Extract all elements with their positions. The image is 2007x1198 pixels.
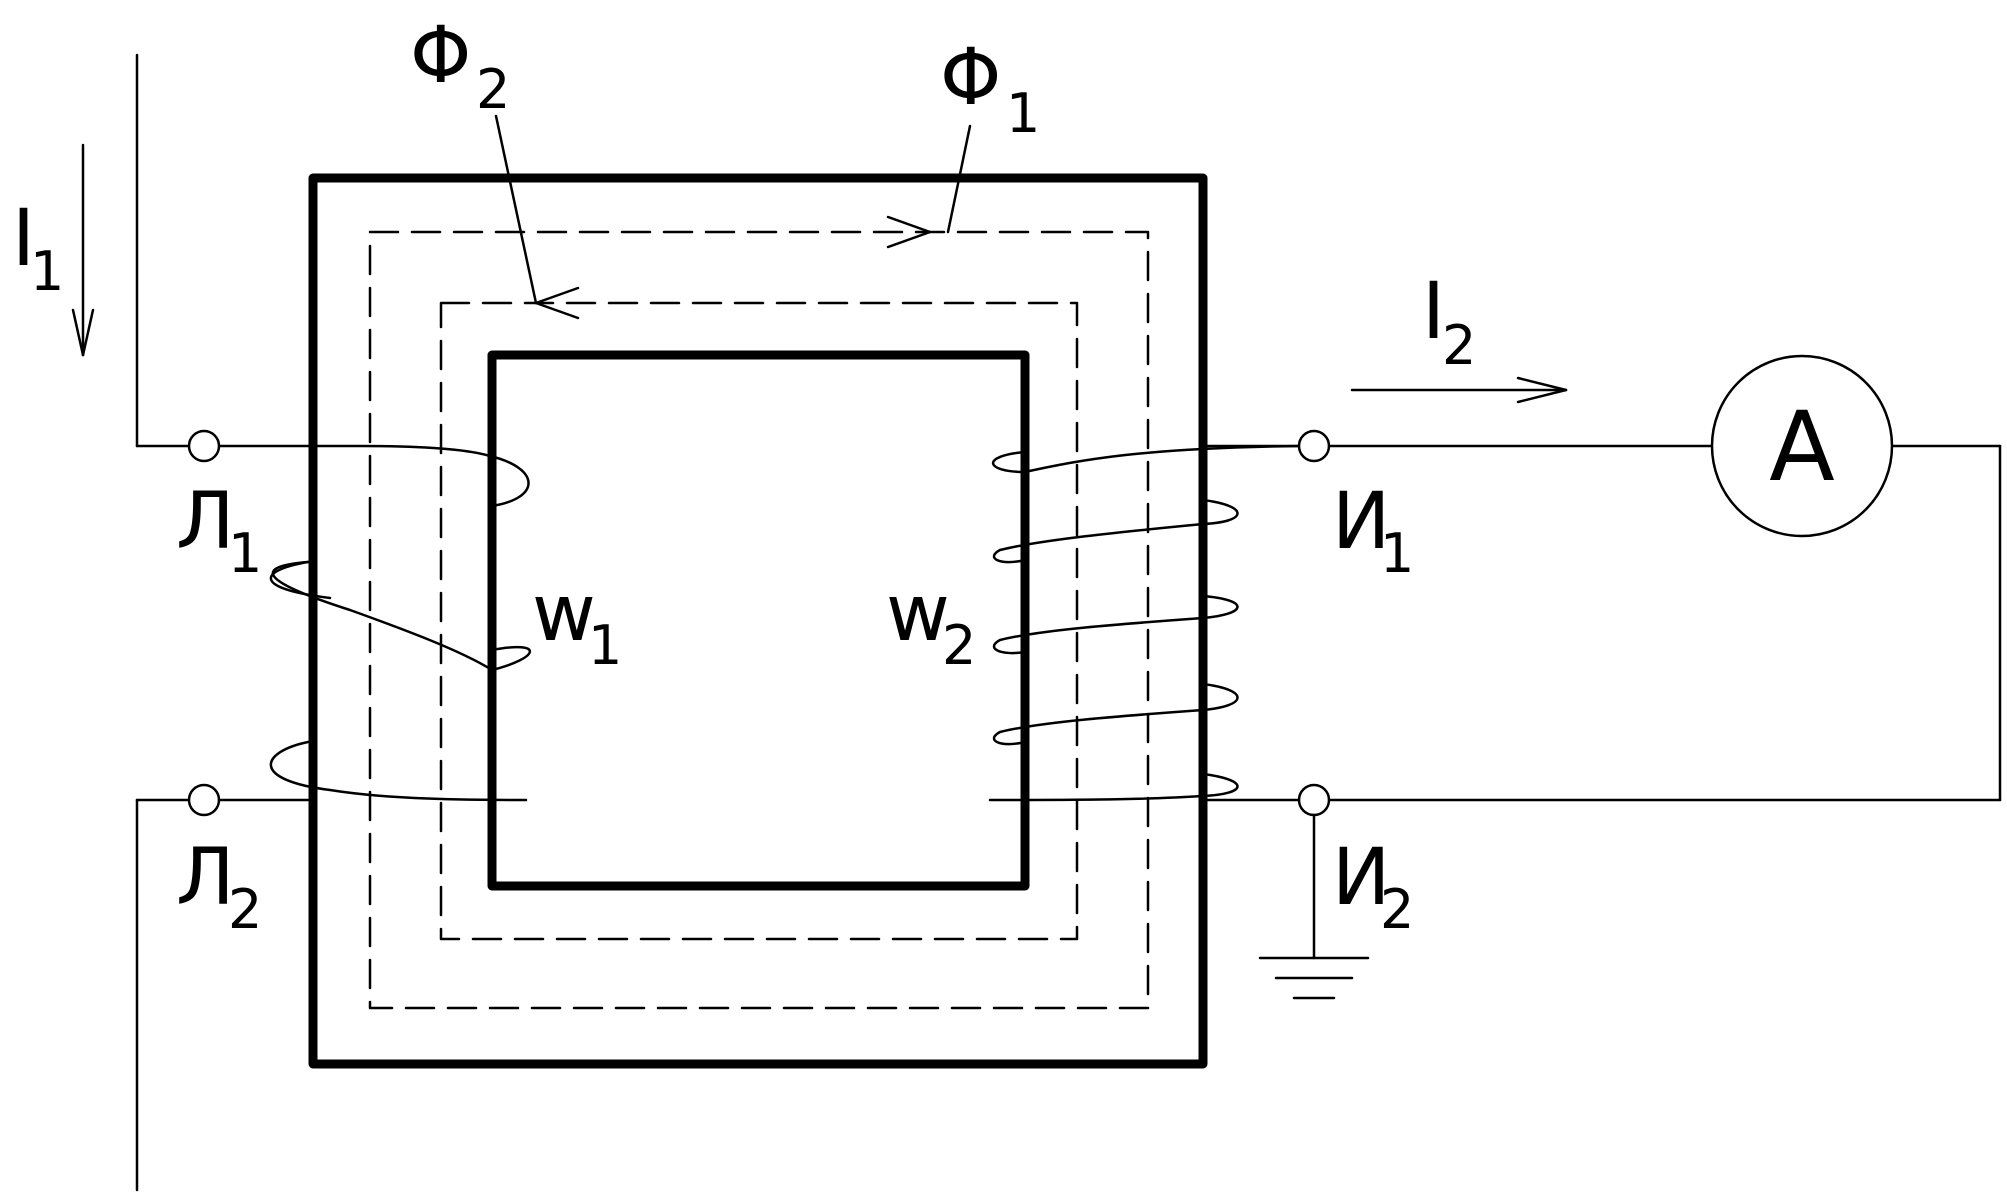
terminal-l2 <box>187 783 221 817</box>
label-phi2: Φ <box>410 11 471 101</box>
label-phi1: Φ <box>940 33 1001 123</box>
secondary-wires <box>1327 444 2002 802</box>
phi2-leader <box>494 114 538 305</box>
phi1-leader <box>946 124 972 234</box>
label-w2-sub: 2 <box>942 614 976 677</box>
flux-arrow-phi1 <box>886 215 932 249</box>
flux-path-phi2 <box>439 301 1079 941</box>
label-l1: Л <box>176 477 235 567</box>
label-u1-sub: 1 <box>1380 522 1414 585</box>
ground-symbol <box>1258 813 1370 1000</box>
ammeter-label: A <box>1769 391 1835 503</box>
label-i2: I <box>1422 267 1445 357</box>
label-i1: I <box>12 194 35 284</box>
core-inner <box>487 350 1030 891</box>
label-w2: w <box>886 569 950 659</box>
label-u2-sub: 2 <box>1380 878 1414 941</box>
label-u2: И <box>1332 833 1390 923</box>
terminal-u1 <box>1297 429 1331 463</box>
label-l2-sub: 2 <box>228 878 262 941</box>
label-u1: И <box>1332 477 1390 567</box>
label-phi2-sub: 2 <box>476 58 510 121</box>
label-l2: Л <box>176 833 235 923</box>
primary-wires <box>135 53 191 1192</box>
label-w1-sub: 1 <box>588 614 622 677</box>
label-l1-sub: 1 <box>228 522 262 585</box>
primary-winding-w1 <box>217 444 532 802</box>
flux-arrow-phi2 <box>534 286 580 320</box>
core-outer <box>308 173 1208 1069</box>
label-i1-sub: 1 <box>30 240 64 303</box>
label-w1: w <box>532 569 596 659</box>
label-i2-sub: 2 <box>1442 314 1476 377</box>
terminal-u2 <box>1297 783 1331 817</box>
secondary-winding-w2 <box>988 444 1302 802</box>
current-arrow-i2-head <box>1516 376 1568 404</box>
ammeter <box>1710 354 1894 538</box>
flux-path-phi1 <box>368 230 1150 1010</box>
terminal-l1 <box>187 429 221 463</box>
current-arrow-i1-head <box>71 308 95 357</box>
label-phi1-sub: 1 <box>1006 82 1040 145</box>
